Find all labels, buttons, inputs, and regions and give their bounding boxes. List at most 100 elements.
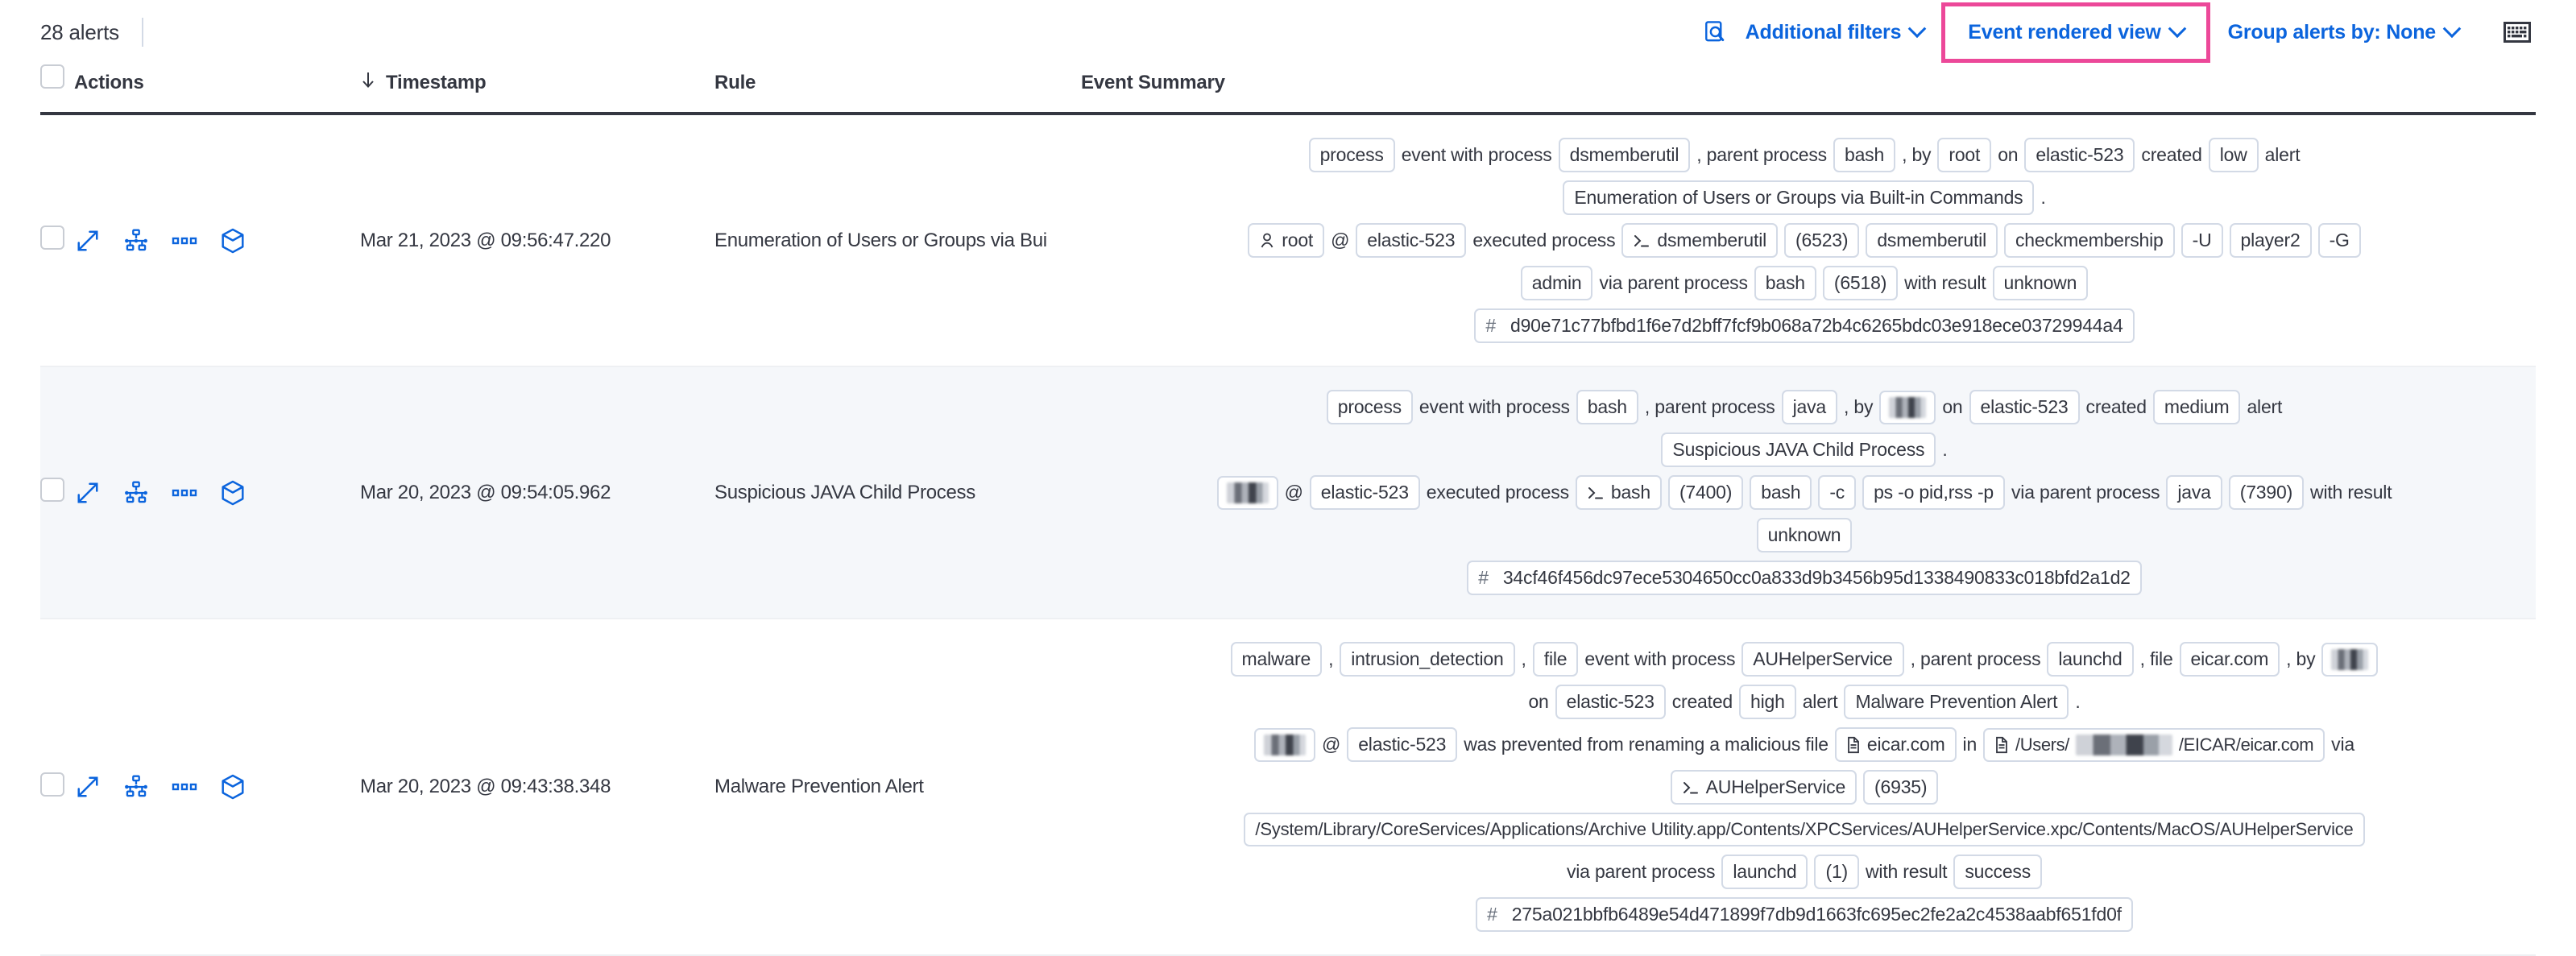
alerts-count-label: 28 alerts (40, 19, 119, 44)
expand-icon[interactable] (74, 227, 101, 255)
event-field-chip[interactable]: malware (1230, 642, 1323, 677)
summary-text: alert (1802, 691, 1838, 712)
analyzer-cube-icon[interactable] (219, 479, 246, 507)
event-hash-chip[interactable]: #d90e71c77bfbd1f6e7d2bff7fcf9b068a72b4c6… (1474, 308, 2135, 343)
more-actions-icon[interactable] (171, 479, 198, 507)
event-field-chip[interactable]: java (2166, 475, 2222, 510)
row-rule-name[interactable]: Suspicious JAVA Child Process (714, 481, 975, 503)
event-field-chip[interactable]: dsmemberutil (1558, 138, 1691, 172)
event-field-chip[interactable]: elastic-523 (1969, 390, 2080, 424)
event-field-chip[interactable]: Enumeration of Users or Groups via Built… (1563, 180, 2035, 215)
event-field-chip[interactable]: (7400) (1667, 475, 1744, 510)
event-field-chip[interactable]: launchd (1721, 855, 1808, 889)
event-field-chip[interactable]: success (1953, 855, 2043, 889)
group-alerts-by-button[interactable]: Group alerts by: None (2217, 16, 2470, 49)
inspect-search-icon[interactable] (1697, 14, 1734, 51)
event-field-chip[interactable]: -c (1818, 475, 1857, 510)
expand-icon[interactable] (74, 773, 101, 801)
event-field-chip[interactable]: eicar.com (2179, 642, 2280, 677)
event-field-chip[interactable]: checkmembership (2004, 223, 2175, 258)
event-field-chip[interactable]: elastic-523 (1555, 685, 1666, 719)
redacted-user-chip[interactable] (1254, 727, 1316, 762)
event-field-chip[interactable]: bash (1576, 390, 1638, 424)
event-field-chip[interactable]: launchd (2047, 642, 2134, 677)
event-summary-line: #275a021bbfb6489e54d471899f7db9d1663fc69… (1081, 897, 2528, 932)
event-field-chip[interactable]: dsmemberutil (1866, 223, 1998, 258)
row-checkbox[interactable] (40, 226, 64, 250)
event-field-chip[interactable]: elastic-523 (1356, 223, 1467, 258)
row-rule-name[interactable]: Enumeration of Users or Groups via Bui (714, 229, 1047, 251)
event-field-chip[interactable]: elastic-523 (1347, 727, 1458, 762)
event-field-chip[interactable]: /System/Library/CoreServices/Application… (1244, 813, 2365, 846)
event-field-chip[interactable]: elastic-523 (1309, 475, 1420, 510)
timestamp-header[interactable]: Timestamp (360, 64, 714, 114)
row-rule-name[interactable]: Malware Prevention Alert (714, 776, 924, 797)
event-field-value: process (1319, 144, 1384, 165)
event-field-chip[interactable]: -U (2180, 223, 2223, 258)
event-field-chip[interactable]: AUHelperService (1670, 770, 1857, 805)
event-field-chip[interactable]: AUHelperService (1741, 642, 1904, 677)
keyboard-icon[interactable] (2499, 14, 2536, 51)
rule-header[interactable]: Rule (714, 72, 756, 93)
event-field-chip[interactable]: (7390) (2228, 475, 2305, 510)
event-field-chip[interactable]: elastic-523 (2024, 138, 2135, 172)
more-actions-icon[interactable] (171, 227, 198, 255)
row-checkbox[interactable] (40, 772, 64, 797)
session-view-icon[interactable] (122, 479, 150, 507)
event-field-chip[interactable]: Malware Prevention Alert (1844, 685, 2069, 719)
select-all-checkbox[interactable] (40, 64, 64, 89)
event-field-chip[interactable]: root (1937, 138, 1992, 172)
event-field-chip[interactable]: high (1739, 685, 1796, 719)
redacted-user-chip[interactable] (1216, 475, 1278, 510)
file-path-chip[interactable]: /Users//EICAR/eicar.com (1983, 727, 2325, 762)
additional-filters-button[interactable]: Additional filters (1734, 16, 1936, 49)
event-field-chip[interactable]: java (1781, 390, 1838, 424)
event-field-chip[interactable]: intrusion_detection (1340, 642, 1515, 677)
analyzer-cube-icon[interactable] (219, 227, 246, 255)
event-field-chip[interactable]: unknown (1992, 266, 2089, 300)
event-field-chip[interactable]: Suspicious JAVA Child Process (1661, 432, 1936, 467)
event-field-chip[interactable]: bash (1575, 475, 1662, 510)
event-hash-chip[interactable]: #275a021bbfb6489e54d471899f7db9d1663fc69… (1476, 897, 2133, 932)
row-checkbox[interactable] (40, 478, 64, 502)
event-field-chip[interactable]: -G (2317, 223, 2361, 258)
timestamp-header-label: Timestamp (386, 72, 487, 93)
event-field-chip[interactable]: root (1248, 223, 1325, 258)
more-actions-icon[interactable] (171, 773, 198, 801)
event-field-chip[interactable]: bash (1833, 138, 1896, 172)
event-field-chip[interactable]: medium (2152, 390, 2241, 424)
event-field-chip[interactable]: ps -o pid,rss -p (1862, 475, 2005, 510)
event-field-chip[interactable]: admin (1520, 266, 1593, 300)
event-field-chip[interactable]: bash (1754, 266, 1816, 300)
summary-text: created (1671, 691, 1733, 712)
event-field-chip[interactable]: bash (1750, 475, 1812, 510)
event-field-chip[interactable]: dsmemberutil (1621, 223, 1779, 258)
event-field-chip[interactable]: process (1308, 138, 1395, 172)
event-field-chip[interactable]: file (1532, 642, 1579, 677)
event-field-chip[interactable]: process (1326, 390, 1413, 424)
session-view-icon[interactable] (122, 227, 150, 255)
redacted-user-chip[interactable] (1879, 390, 1936, 424)
event-field-chip[interactable]: unknown (1756, 518, 1853, 552)
event-field-chip[interactable]: eicar.com (1834, 727, 1957, 762)
event-hash-chip[interactable]: #34cf46f456dc97ece5304650cc0a833d9b3456b… (1467, 561, 2142, 595)
event-field-value: bash (1845, 144, 1885, 165)
event-field-chip[interactable]: (6518) (1822, 266, 1899, 300)
event-field-value: elastic-523 (1320, 482, 1409, 503)
event-field-chip[interactable]: (6935) (1863, 770, 1939, 805)
select-all-header (40, 64, 74, 114)
event-field-chip[interactable]: player2 (2229, 223, 2312, 258)
event-field-value: elastic-523 (2036, 144, 2124, 165)
session-view-icon[interactable] (122, 773, 150, 801)
event-rendered-view-button[interactable]: Event rendered view (1957, 16, 2194, 49)
event-field-value: medium (2164, 396, 2230, 417)
redacted-user-chip[interactable] (2321, 642, 2379, 677)
event-field-chip[interactable]: (6523) (1784, 223, 1860, 258)
event-field-chip[interactable]: low (2208, 138, 2259, 172)
analyzer-cube-icon[interactable] (219, 773, 246, 801)
event-field-chip[interactable]: (1) (1814, 855, 1859, 889)
expand-icon[interactable] (74, 479, 101, 507)
